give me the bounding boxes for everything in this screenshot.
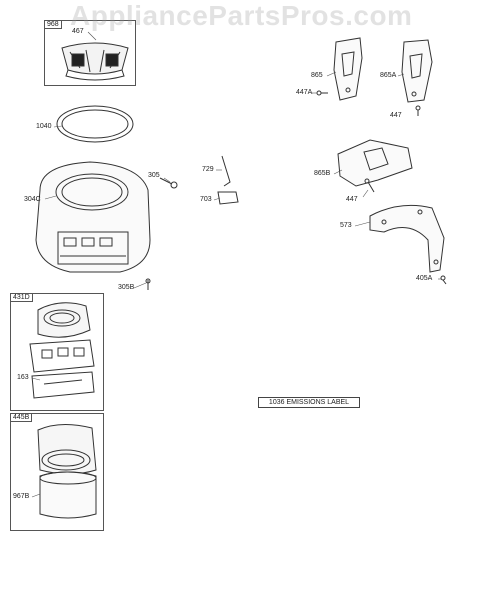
callout-447-top: 447 [390, 112, 402, 119]
callout-467: 467 [72, 28, 84, 35]
screw-305-part [159, 177, 178, 189]
screw-447-top-part [415, 105, 421, 116]
callout-163: 163 [17, 374, 29, 381]
baffle-865a-part [401, 39, 433, 103]
box-445b: 445B [10, 413, 104, 531]
box-968-tag: 968 [44, 20, 62, 29]
pre-cleaner-967b-part [39, 471, 97, 519]
callout-447a: 447A [296, 89, 313, 96]
callout-729: 729 [202, 166, 214, 173]
callout-304c: 304C [24, 196, 41, 203]
emissions-label: 1036 EMISSIONS LABEL [258, 397, 360, 408]
spring-729-part [221, 155, 231, 187]
callout-865a: 865A [380, 72, 397, 79]
callout-405a: 405A [416, 275, 433, 282]
callout-967b: 967B [13, 493, 30, 500]
screw-405a-part [440, 275, 447, 285]
blower-housing-part [35, 161, 151, 273]
screw-305b-part [145, 278, 151, 290]
callout-865b: 865B [314, 170, 331, 177]
intake-grille-part [61, 42, 129, 81]
box-431d: 431D [10, 293, 104, 411]
callout-305: 305 [148, 172, 160, 179]
bracket-573-part [369, 204, 445, 273]
gasket-163-part [31, 371, 95, 399]
baffle-865-part [333, 37, 363, 101]
clip-703-part [217, 191, 239, 205]
callout-703: 703 [200, 196, 212, 203]
callout-573: 573 [340, 222, 352, 229]
callout-865: 865 [311, 72, 323, 79]
baffle-865b-part [337, 139, 413, 187]
callout-447-mid: 447 [346, 196, 358, 203]
box-968: 968 [44, 20, 136, 86]
screw-447-mid-part [364, 178, 375, 193]
screw-447a-part [316, 90, 328, 96]
callout-305b: 305B [118, 284, 135, 291]
gasket-ring-part [56, 105, 134, 143]
box-431d-tag: 431D [10, 293, 33, 302]
air-filter-housing-part [29, 302, 95, 373]
box-445b-tag: 445B [10, 413, 33, 422]
callout-1040: 1040 [36, 123, 52, 130]
